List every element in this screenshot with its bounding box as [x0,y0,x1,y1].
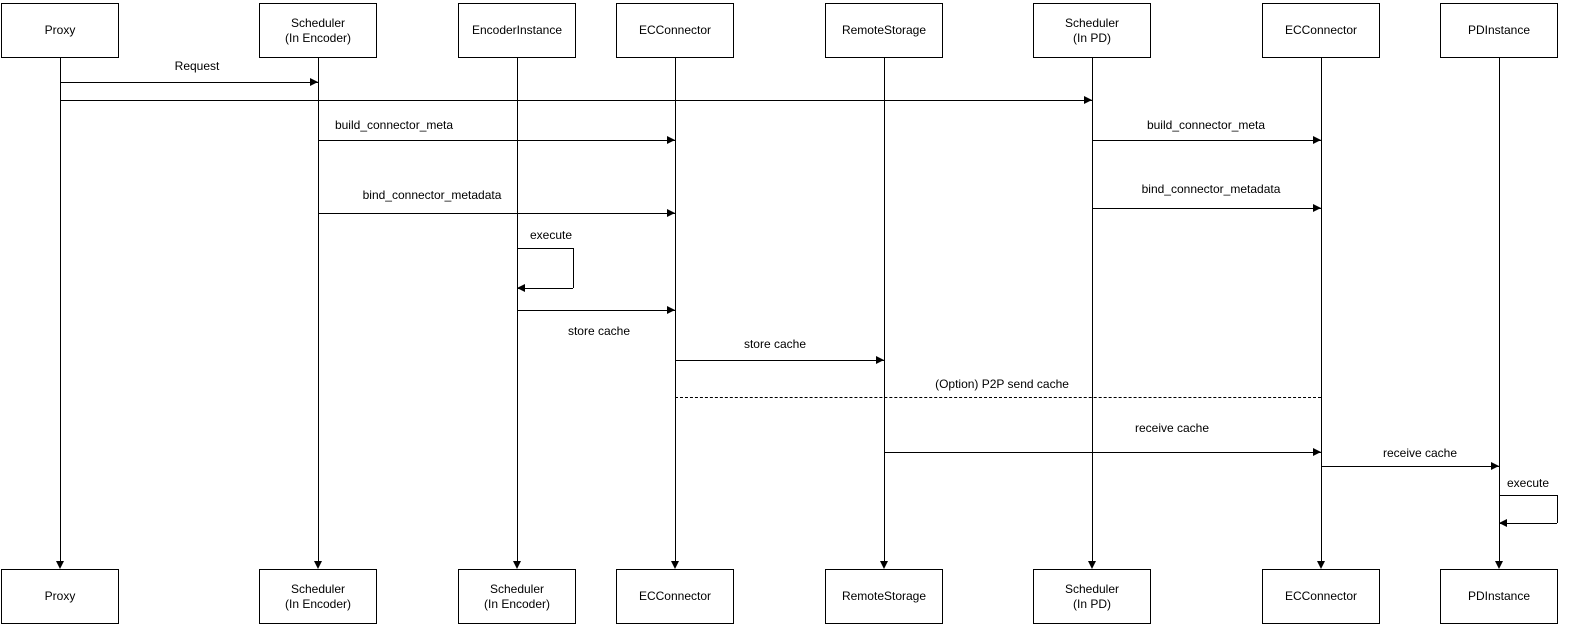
actor-bottom-scheduler-in-encoder: Scheduler (In Encoder) [259,569,377,624]
actor-bottom-remote-storage: RemoteStorage [825,569,943,624]
msg-store-cache-to-storage-label: store cache [741,337,809,351]
msg-build-connector-meta-pd-arrowhead [1313,136,1321,144]
self-execute-encoder-bottom-line [517,288,573,289]
actor-bottom-scheduler-in-pd: Scheduler (In PD) [1033,569,1151,624]
actor-bottom-encoder-instance: Scheduler (In Encoder) [458,569,576,624]
self-execute-encoder-arrowhead [517,284,525,292]
actor-top-ec-connector-pd: ECConnector [1262,3,1380,58]
msg-receive-cache-ec-label: receive cache [1132,421,1212,435]
msg-request-to-pd-arrowhead [1084,96,1092,104]
msg-request-label: Request [172,59,222,73]
msg-bind-connector-metadata-pd-arrowhead [1313,204,1321,212]
self-execute-pd-label: execute [1504,476,1552,490]
lifeline-arrowhead-ec-connector-pd [1317,561,1325,569]
lifeline-arrowhead-encoder-instance [513,561,521,569]
actor-top-encoder-instance: EncoderInstance [458,3,576,58]
self-execute-encoder-right-line [573,248,574,288]
lifeline-arrowhead-scheduler-in-encoder [314,561,322,569]
actor-bottom-pd-instance: PDInstance [1440,569,1558,624]
actor-top-remote-storage: RemoteStorage [825,3,943,58]
self-execute-pd-top-line [1499,495,1557,496]
self-execute-pd-right-line [1557,495,1558,523]
msg-p2p-send-cache-label: (Option) P2P send cache [933,377,1071,391]
actor-top-ec-connector-encoder: ECConnector [616,3,734,58]
msg-store-cache-to-connector-arrowhead [667,306,675,314]
msg-store-cache-to-connector-line [517,310,675,311]
lifeline-arrowhead-proxy [56,561,64,569]
lifeline-arrowhead-pd-instance [1495,561,1503,569]
msg-request-to-pd-line [60,100,1092,101]
lifeline-pd-instance [1498,58,1500,563]
actor-bottom-proxy: Proxy [1,569,119,624]
msg-build-connector-meta-enc-label: build_connector_meta [332,118,456,132]
msg-p2p-send-cache-line [675,397,1321,398]
msg-receive-cache-pd-label: receive cache [1380,446,1460,460]
lifeline-arrowhead-remote-storage [880,561,888,569]
msg-build-connector-meta-pd-line [1092,140,1321,141]
lifeline-arrowhead-ec-connector-encoder [671,561,679,569]
self-execute-encoder-label: execute [527,228,575,242]
msg-bind-connector-metadata-enc-label: bind_connector_metadata [360,188,504,202]
msg-bind-connector-metadata-enc-line [318,213,675,214]
msg-receive-cache-ec-line [884,452,1321,453]
actor-top-scheduler-in-encoder: Scheduler (In Encoder) [259,3,377,58]
lifeline-scheduler-in-encoder [317,58,319,563]
self-execute-pd-arrowhead [1499,519,1507,527]
msg-build-connector-meta-enc-arrowhead [667,136,675,144]
actor-bottom-ec-connector-encoder: ECConnector [616,569,734,624]
msg-request-arrowhead [310,78,318,86]
msg-store-cache-to-connector-label: store cache [565,324,633,338]
self-execute-encoder-top-line [517,248,573,249]
self-execute-pd-bottom-line [1499,523,1557,524]
msg-store-cache-to-storage-line [675,360,884,361]
msg-receive-cache-pd-line [1321,466,1499,467]
msg-bind-connector-metadata-pd-line [1092,208,1321,209]
msg-receive-cache-ec-arrowhead [1313,448,1321,456]
actor-top-pd-instance: PDInstance [1440,3,1558,58]
msg-build-connector-meta-enc-line [318,140,675,141]
lifeline-proxy [59,58,61,563]
lifeline-remote-storage [883,58,885,563]
msg-receive-cache-pd-arrowhead [1491,462,1499,470]
msg-build-connector-meta-pd-label: build_connector_meta [1144,118,1268,132]
msg-request-line [60,82,318,83]
actor-bottom-ec-connector-pd: ECConnector [1262,569,1380,624]
msg-store-cache-to-storage-arrowhead [876,356,884,364]
lifeline-ec-connector-pd [1320,58,1322,563]
msg-bind-connector-metadata-pd-label: bind_connector_metadata [1139,182,1283,196]
msg-bind-connector-metadata-enc-arrowhead [667,209,675,217]
actor-top-scheduler-in-pd: Scheduler (In PD) [1033,3,1151,58]
lifeline-arrowhead-scheduler-in-pd [1088,561,1096,569]
actor-top-proxy: Proxy [1,3,119,58]
lifeline-scheduler-in-pd [1091,58,1093,563]
lifeline-ec-connector-encoder [674,58,676,563]
